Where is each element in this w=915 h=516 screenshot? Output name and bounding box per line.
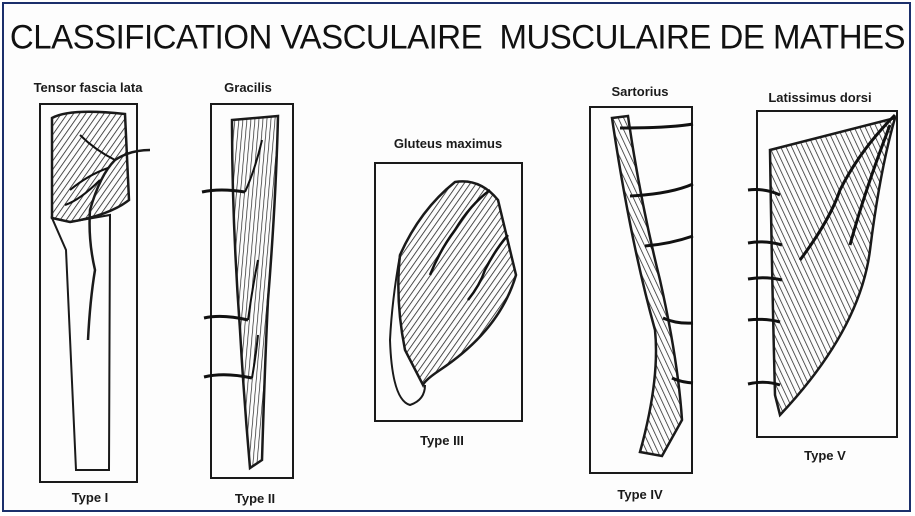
panel-type-5 [748, 111, 897, 437]
muscle-gluteus [398, 181, 516, 385]
panel-type-3 [375, 163, 522, 421]
panel-type-4 [590, 107, 693, 473]
panel-type-1 [40, 104, 150, 482]
muscle-sartorius [612, 116, 682, 456]
tendon-tfl [52, 215, 110, 470]
panel-type-2 [202, 104, 293, 478]
